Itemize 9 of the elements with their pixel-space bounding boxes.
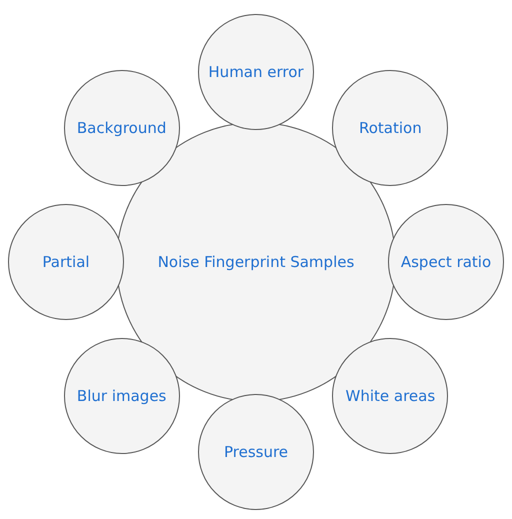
node-label: Noise Fingerprint Samples <box>158 253 354 271</box>
node-label: Blur images <box>76 387 166 406</box>
node-label: Pressure <box>224 443 288 461</box>
node-label: Partial <box>42 253 90 271</box>
node-label: White areas <box>346 387 436 406</box>
node-label: Aspect ratio <box>400 253 492 271</box>
node-label: Human error <box>208 63 304 81</box>
node-label: Rotation <box>358 118 422 137</box>
node-label: Background <box>76 118 166 137</box>
